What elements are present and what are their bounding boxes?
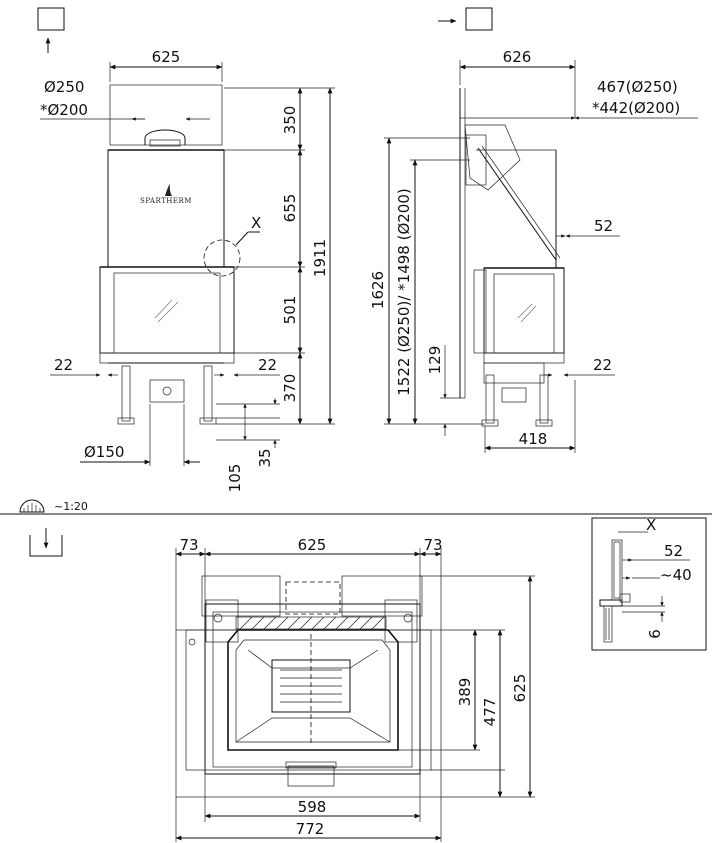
dim-leg-diam: Ø150 xyxy=(84,443,124,461)
dim-depth-418: 418 xyxy=(519,430,548,448)
side-view-icon xyxy=(438,7,493,31)
dim-offset-200: *442(Ø200) xyxy=(592,99,680,117)
dim-top-w-598: 598 xyxy=(298,798,327,816)
scale-label: ~1:20 xyxy=(54,500,88,513)
dim-h-370: 370 xyxy=(281,374,299,403)
dim-h-501: 501 xyxy=(281,296,299,325)
dim-top-d-477: 477 xyxy=(481,698,499,727)
side-view: 626 467(Ø250) *442(Ø200) 52 1626 1522 (Ø… xyxy=(369,48,698,453)
dim-h-1626: 1626 xyxy=(369,271,387,309)
front-view: SPARTHERM X 625 Ø250 *Ø200 xyxy=(40,48,335,492)
brand-label: SPARTHERM xyxy=(140,197,192,205)
dim-h-total: 1911 xyxy=(311,239,329,277)
dim-h-350: 350 xyxy=(281,106,299,135)
dim-front-width: 625 xyxy=(152,48,181,66)
dim-top-w-right: 73 xyxy=(423,536,442,554)
dim-side-right: 22 xyxy=(258,356,277,374)
dim-flue-diam-alt: *Ø200 xyxy=(40,101,88,119)
dim-flue-diam: Ø250 xyxy=(44,78,84,96)
dim-offset-250: 467(Ø250) xyxy=(597,78,678,96)
detail-dim-6: 6 xyxy=(646,629,664,639)
dim-side-left: 22 xyxy=(54,356,73,374)
detail-dim-40: ~40 xyxy=(660,566,692,584)
dim-leg-35: 35 xyxy=(256,448,274,467)
dim-top-w-left: 73 xyxy=(179,536,198,554)
front-view-icon xyxy=(37,7,65,53)
dim-side-width: 626 xyxy=(503,48,532,66)
top-view: 73 625 73 389 477 625 598 772 xyxy=(175,536,535,842)
detail-box-label: X xyxy=(646,516,656,534)
dim-gap-52: 52 xyxy=(594,217,613,235)
dim-top-w-center: 625 xyxy=(298,536,327,554)
dim-top-d-389: 389 xyxy=(456,678,474,707)
dim-top-w-772: 772 xyxy=(296,820,325,838)
dim-top-d-625: 625 xyxy=(511,674,529,703)
detail-dim-52: 52 xyxy=(664,542,683,560)
flame-logo-icon xyxy=(165,184,172,196)
dim-side-22: 22 xyxy=(593,356,612,374)
dim-leg-105: 105 xyxy=(226,464,244,493)
top-view-icon xyxy=(29,528,63,557)
detail-box: X 52 ~40 6 xyxy=(591,516,707,651)
detail-x-ref: X xyxy=(251,214,261,232)
dim-h-129: 129 xyxy=(426,346,444,375)
dim-h-flue: 1522 (Ø250)/ *1498 (Ø200) xyxy=(395,188,413,396)
dim-h-655: 655 xyxy=(281,194,299,223)
scale-icon xyxy=(19,499,45,513)
